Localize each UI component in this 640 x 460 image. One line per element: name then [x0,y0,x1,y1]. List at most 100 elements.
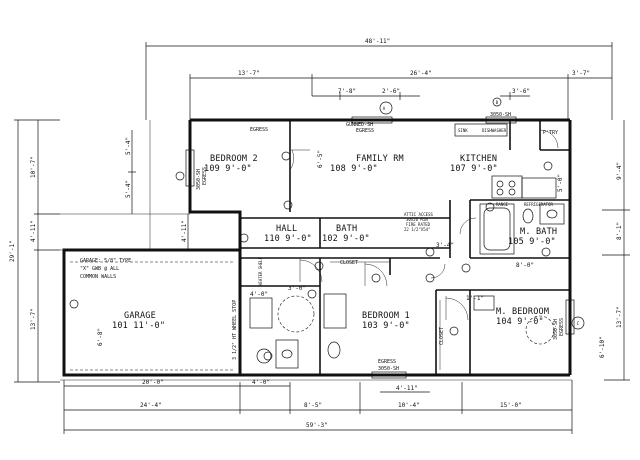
dim-inner-6-5: 6'-5" [317,150,324,168]
note-family-egress: EGRESS [356,128,374,134]
kitchen-lower-cabinet [521,177,557,199]
label-closet-vertical: CLOSET [439,327,445,345]
top-dimensions: 48'-11" 13'-7" 26'-4" 3'-7" 7'-8" 2'-6" … [145,38,613,120]
note-egress-bottom-code: 3050-SH [378,366,399,372]
dim-left-lower: 13'-7" [30,308,37,330]
dim-inner-1-1: 1'-1" [466,295,484,302]
room-bedroom1-name: BEDROOM 1 [362,311,410,321]
room-kitchen-size: 107 9'-0" [450,164,498,174]
tag-b-marker [492,97,502,107]
dim-total-top: 48'-11" [365,38,390,45]
room-bedroom2-name: BEDROOM 2 [210,154,258,164]
room-mbath-size: 105 9'-0" [508,237,556,247]
note-egress-left-code: 3050-SH [196,169,202,190]
right-dimensions: 9'-4" 8'-1" 13'-7" 6'-10" [599,120,630,381]
room-garage-name: GARAGE [124,311,156,321]
note-attic-3: FIRE RATED [406,222,431,227]
room-bath-name: BATH [336,224,357,234]
room-garage-size: 101 11'-0" [112,321,165,331]
dim-right-b: 13'-7" [616,306,623,328]
bathtub [479,203,515,255]
note-wheel-stop: 3 1/2" HT WHEEL STOP [232,300,238,360]
label-pantry: P'TRY [543,130,558,136]
room-mbath-name: M. BATH [520,227,557,237]
note-attic-2: 30X26 MIN [406,217,428,222]
dim-inner-3-4: 3'-4" [436,242,454,249]
room-family-name: FAMILY RM [356,154,404,164]
room-kitchen-name: KITCHEN [460,154,497,164]
dim-bottom-1: 24'-4" [140,402,162,409]
note-egress-right-code: 3050-SH [553,319,559,340]
room-mbedroom-size: 104 9'-0" [496,317,544,327]
tag-c-marker [571,316,585,330]
tag-a: A [383,106,386,111]
dim-left-mid: 4'-11" [30,220,37,242]
interior-dimensions: 3'-4" 8'-0" 4'-0" 3'-0" 1'-1" 6'-5" 6'-8… [97,150,564,346]
note-cabinet-range: RANGE [496,202,509,207]
note-egress-right: EGRESS [559,318,565,336]
dim-inner-4-0: 4'-0" [250,291,268,298]
note-attic-1: ATTIC ACCESS [404,212,433,217]
tag-b: B [496,100,499,105]
range [491,175,523,199]
note-garage-type-1: GARAGE: 5/8" TYPE [80,258,131,264]
notes: EGRESS GUNNED-SH EGRESS 3050-SH 3050-SH … [80,100,580,372]
dim-top-mid: 26'-4" [410,70,432,77]
note-garage-type-2: "X" GWB @ ALL [80,266,119,272]
vanity [539,203,565,225]
note-egress-top: EGRESS [250,127,268,133]
room-bath-size: 102 9'-0" [322,234,370,244]
dim-top-left: 13'-7" [238,70,260,77]
note-attic-4: 22 1/2"X54" [404,227,431,232]
note-cabinet-dishwasher: DISHWASHER [482,128,507,133]
dim-bottom-3: 10'-4" [398,402,420,409]
note-family-egress-code: GUNNED-SH [346,122,373,128]
dim-top-right: 3'-7" [572,70,590,77]
dim-top-small3: 3'-6" [512,88,530,95]
water-heater [256,348,272,364]
washer [249,297,273,329]
room-hall-size: 110 9'-0" [264,234,312,244]
room-hall-name: HALL [276,224,297,234]
dim-left-c: 4'-11" [181,220,188,242]
window-markers [69,97,585,379]
room-labels: BEDROOM 2 109 9'-0" FAMILY RM 108 9'-0" … [112,130,558,345]
left-dimensions: 29'-1" 10'-7" 4'-11" 13'-7" 5'-4" 5'-4" … [9,119,189,383]
note-egress-bottom: EGRESS [378,359,396,365]
dim-bottom-total: 59'-3" [306,422,328,429]
dim-bottom-2: 8'-5" [304,402,322,409]
dim-inner-8-0: 8'-0" [516,262,534,269]
bottom-dimensions: 20'-0" 4'-0" 4'-11" 24'-4" 8'-5" 10'-4" … [63,379,573,434]
dim-bottom-inner2: 4'-0" [252,379,270,386]
dim-bottom-inner3: 4'-11" [396,385,418,392]
dim-right-total: 8'-1" [616,222,623,240]
tag-a-marker [379,101,393,115]
dim-left-b: 5'-4" [125,180,132,198]
room-mbedroom-name: M. BEDROOM [496,307,549,317]
bath-vanity [275,339,299,369]
room-bedroom1-size: 103 9'-0" [362,321,410,331]
dim-right-a: 9'-4" [616,162,623,180]
dim-inner-6-8: 6'-8" [97,328,104,346]
tag-c: C [577,321,580,326]
note-kitchen-window: 3050-SH [490,112,511,118]
dim-bottom-inner1: 20'-0" [142,379,164,386]
room-family-size: 108 9'-0" [330,164,378,174]
walls [60,118,572,381]
dim-inner-5-0: 5'-0" [557,174,564,192]
numbered-tags [239,151,553,361]
dim-right-c: 6'-10" [599,336,606,358]
dim-bottom-4: 15'-0" [500,402,522,409]
bath-toilet [327,341,341,359]
dim-top-small1: 7'-8" [338,88,356,95]
note-egress-left: EGRESS [202,167,208,185]
dim-inner-3-0: 3'-0" [288,285,306,292]
dim-top-small2: 2'-6" [382,88,400,95]
kitchen-upper-cabinet [454,123,508,137]
label-closet: CLOSET [340,260,358,266]
note-cabinet-sink: SINK [458,128,468,133]
dim-left-total: 29'-1" [9,240,16,262]
shower [323,293,347,329]
note-heater-shelf: HEATER SHELF [258,257,263,286]
